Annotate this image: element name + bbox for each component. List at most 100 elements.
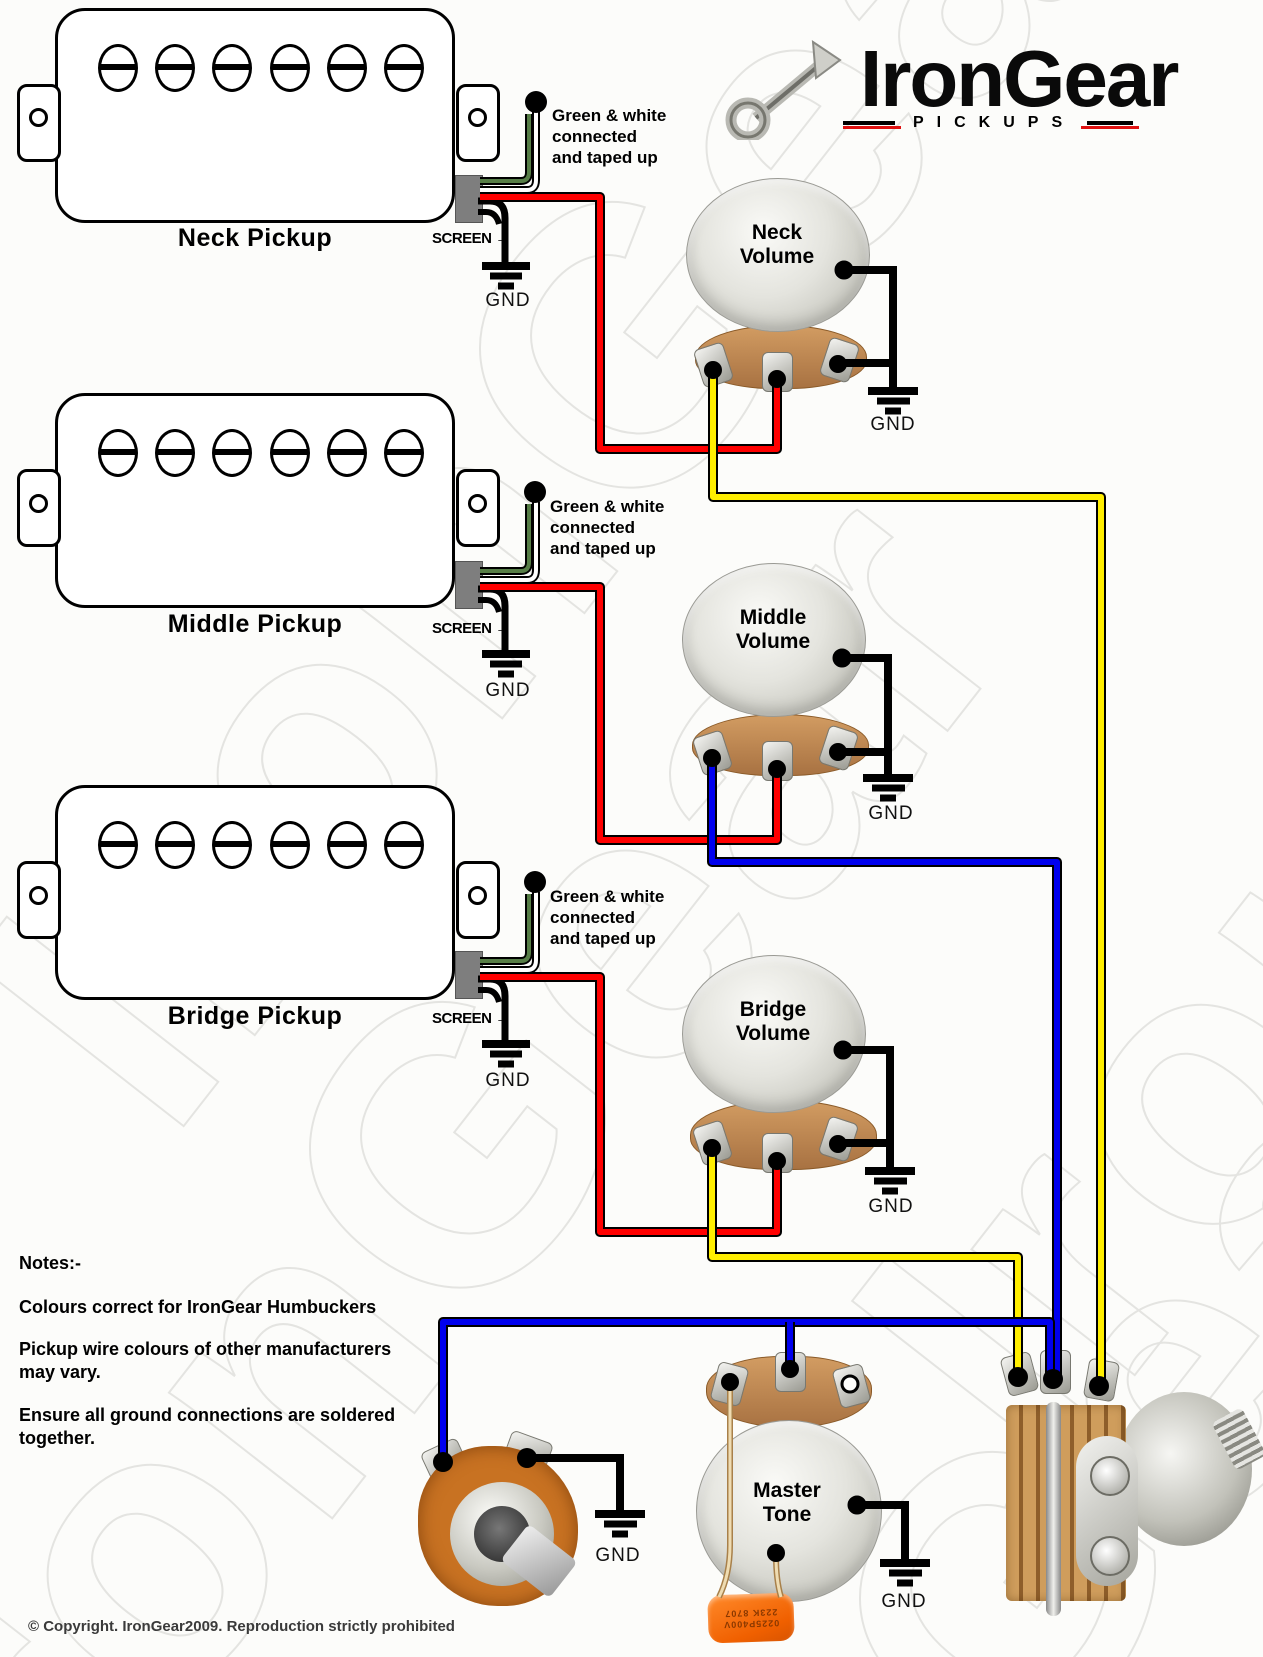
gw-note-line: connected <box>550 518 636 537</box>
pot-label-line: Tone <box>762 1503 812 1526</box>
bridge-pickup-label: Bridge Pickup <box>167 1002 343 1030</box>
bridge-screen-label: SCREEN → <box>432 1010 510 1027</box>
pole-piece <box>384 821 424 869</box>
neck-pickup-label: Neck Pickup <box>177 224 333 252</box>
capacitor-text: 0225P400V 223K 8707 <box>707 1593 795 1644</box>
pole-piece <box>384 429 424 477</box>
gnd-label: GND <box>868 1196 914 1217</box>
pot-label-line: Volume <box>735 630 811 653</box>
capacitor-text-line: 0225P400V <box>723 1618 780 1630</box>
middle-pickup-connector <box>455 561 483 609</box>
bridge-yellow-wire <box>707 1152 1023 1373</box>
gnd-label: GND <box>595 1545 641 1566</box>
right-arrow-icon: → <box>495 620 510 637</box>
brand-name: IronGear <box>860 34 1179 123</box>
gw-note-line: Green & white <box>550 497 665 516</box>
middle-pickup-left-ear-hole <box>29 494 48 513</box>
gw-note-line: connected <box>550 908 636 927</box>
pole-piece <box>212 821 252 869</box>
lug-dots <box>433 355 1109 1472</box>
pole-piece <box>98 821 138 869</box>
pot-label-line: Volume <box>739 245 815 268</box>
notes-line: Pickup wire colours of other manufacture… <box>19 1339 392 1359</box>
bridge-pickup-connector <box>455 951 483 999</box>
brand-subtitle-text: PICKUPS <box>913 114 1076 131</box>
middle-pickup-body <box>55 393 455 608</box>
notes-heading: Notes:- <box>19 1253 81 1273</box>
switch-rod <box>1046 1402 1061 1616</box>
pole-piece <box>270 429 310 477</box>
capacitor-text-line: 223K 8707 <box>724 1607 778 1619</box>
middle-screen-label: SCREEN → <box>432 620 510 637</box>
bridge-pickup-right-ear-hole <box>468 886 487 905</box>
pole-piece <box>98 429 138 477</box>
bridge-gw-note: Green & white connected and taped up <box>550 886 664 949</box>
neck-volume-label: Neck Volume <box>687 221 867 269</box>
switch-screw <box>1090 1456 1130 1496</box>
switch-lug-3 <box>1082 1357 1121 1403</box>
screen-text: SCREEN <box>432 230 492 247</box>
pot-label-line: Neck <box>751 221 803 244</box>
pot-label-line: Bridge <box>739 998 807 1021</box>
bridge-pickup-left-ear-hole <box>29 886 48 905</box>
pole-piece <box>212 429 252 477</box>
pole-piece <box>98 44 138 92</box>
pot-label-line: Volume <box>735 1022 811 1045</box>
right-arrow-icon: → <box>495 1010 510 1027</box>
middle-volume-label: Middle Volume <box>683 606 863 654</box>
gnd-label: GND <box>485 1070 531 1091</box>
pot-label-line: Middle <box>739 606 807 629</box>
bridge-pickup-body <box>55 785 455 1000</box>
pole-piece <box>155 44 195 92</box>
bridge-volume-label: Bridge Volume <box>683 998 863 1046</box>
gnd-label: GND <box>868 803 914 824</box>
master-tone-label: Master Tone <box>697 1479 877 1527</box>
switch-lug-1 <box>999 1350 1040 1398</box>
pole-piece <box>384 44 424 92</box>
switch-lug-2 <box>1040 1350 1071 1394</box>
neck-pickup-right-ear-hole <box>468 108 487 127</box>
logo-rule-black <box>843 121 895 125</box>
neck-pickup-connector <box>455 175 483 223</box>
pole-piece <box>155 429 195 477</box>
logo-rule-black <box>1087 121 1134 125</box>
bridge-volume-lug-2 <box>762 1133 793 1173</box>
gnd-label: GND <box>485 290 531 311</box>
middle-gw-note: Green & white connected and taped up <box>550 496 664 559</box>
pole-piece <box>270 821 310 869</box>
irongear-key-icon <box>725 40 842 140</box>
master-tone-lug-2 <box>775 1352 806 1392</box>
notes-line: may vary. <box>19 1362 101 1382</box>
pole-piece <box>327 44 367 92</box>
neck-yellow-wire <box>708 374 1106 1382</box>
pole-piece <box>155 821 195 869</box>
middle-pickup-label: Middle Pickup <box>167 610 343 638</box>
screen-text: SCREEN <box>432 1010 492 1027</box>
neck-volume-lug-2 <box>762 352 793 392</box>
gnd-label: GND <box>485 680 531 701</box>
notes-line: Colours correct for IronGear Humbuckers <box>19 1297 377 1317</box>
gw-note-line: and taped up <box>552 148 658 167</box>
brand-subtitle: PICKUPS <box>843 114 1140 132</box>
neck-gw-note: Green & white connected and taped up <box>552 105 666 168</box>
logo-rule-red <box>1081 125 1140 129</box>
logo-rule-red <box>843 125 901 129</box>
copyright-text: © Copyright. IronGear2009. Reproduction … <box>28 1618 455 1635</box>
tone-capacitor: 0225P400V 223K 8707 <box>707 1592 795 1644</box>
gw-note-line: and taped up <box>550 929 656 948</box>
neck-pickup-body <box>55 8 455 223</box>
middle-volume-lug-2 <box>762 741 793 781</box>
pole-piece <box>270 44 310 92</box>
pot-label-line: Master <box>753 1479 821 1502</box>
screen-text: SCREEN <box>432 620 492 637</box>
gw-note-line: Green & white <box>550 887 665 906</box>
gw-note-line: connected <box>552 127 638 146</box>
switch-screw <box>1090 1536 1130 1576</box>
neck-screen-label: SCREEN → <box>432 230 510 247</box>
gnd-label: GND <box>870 414 916 435</box>
notes-line: Ensure all ground connections are solder… <box>19 1405 396 1425</box>
pole-piece <box>327 429 367 477</box>
pole-piece <box>327 821 367 869</box>
pole-piece <box>212 44 252 92</box>
